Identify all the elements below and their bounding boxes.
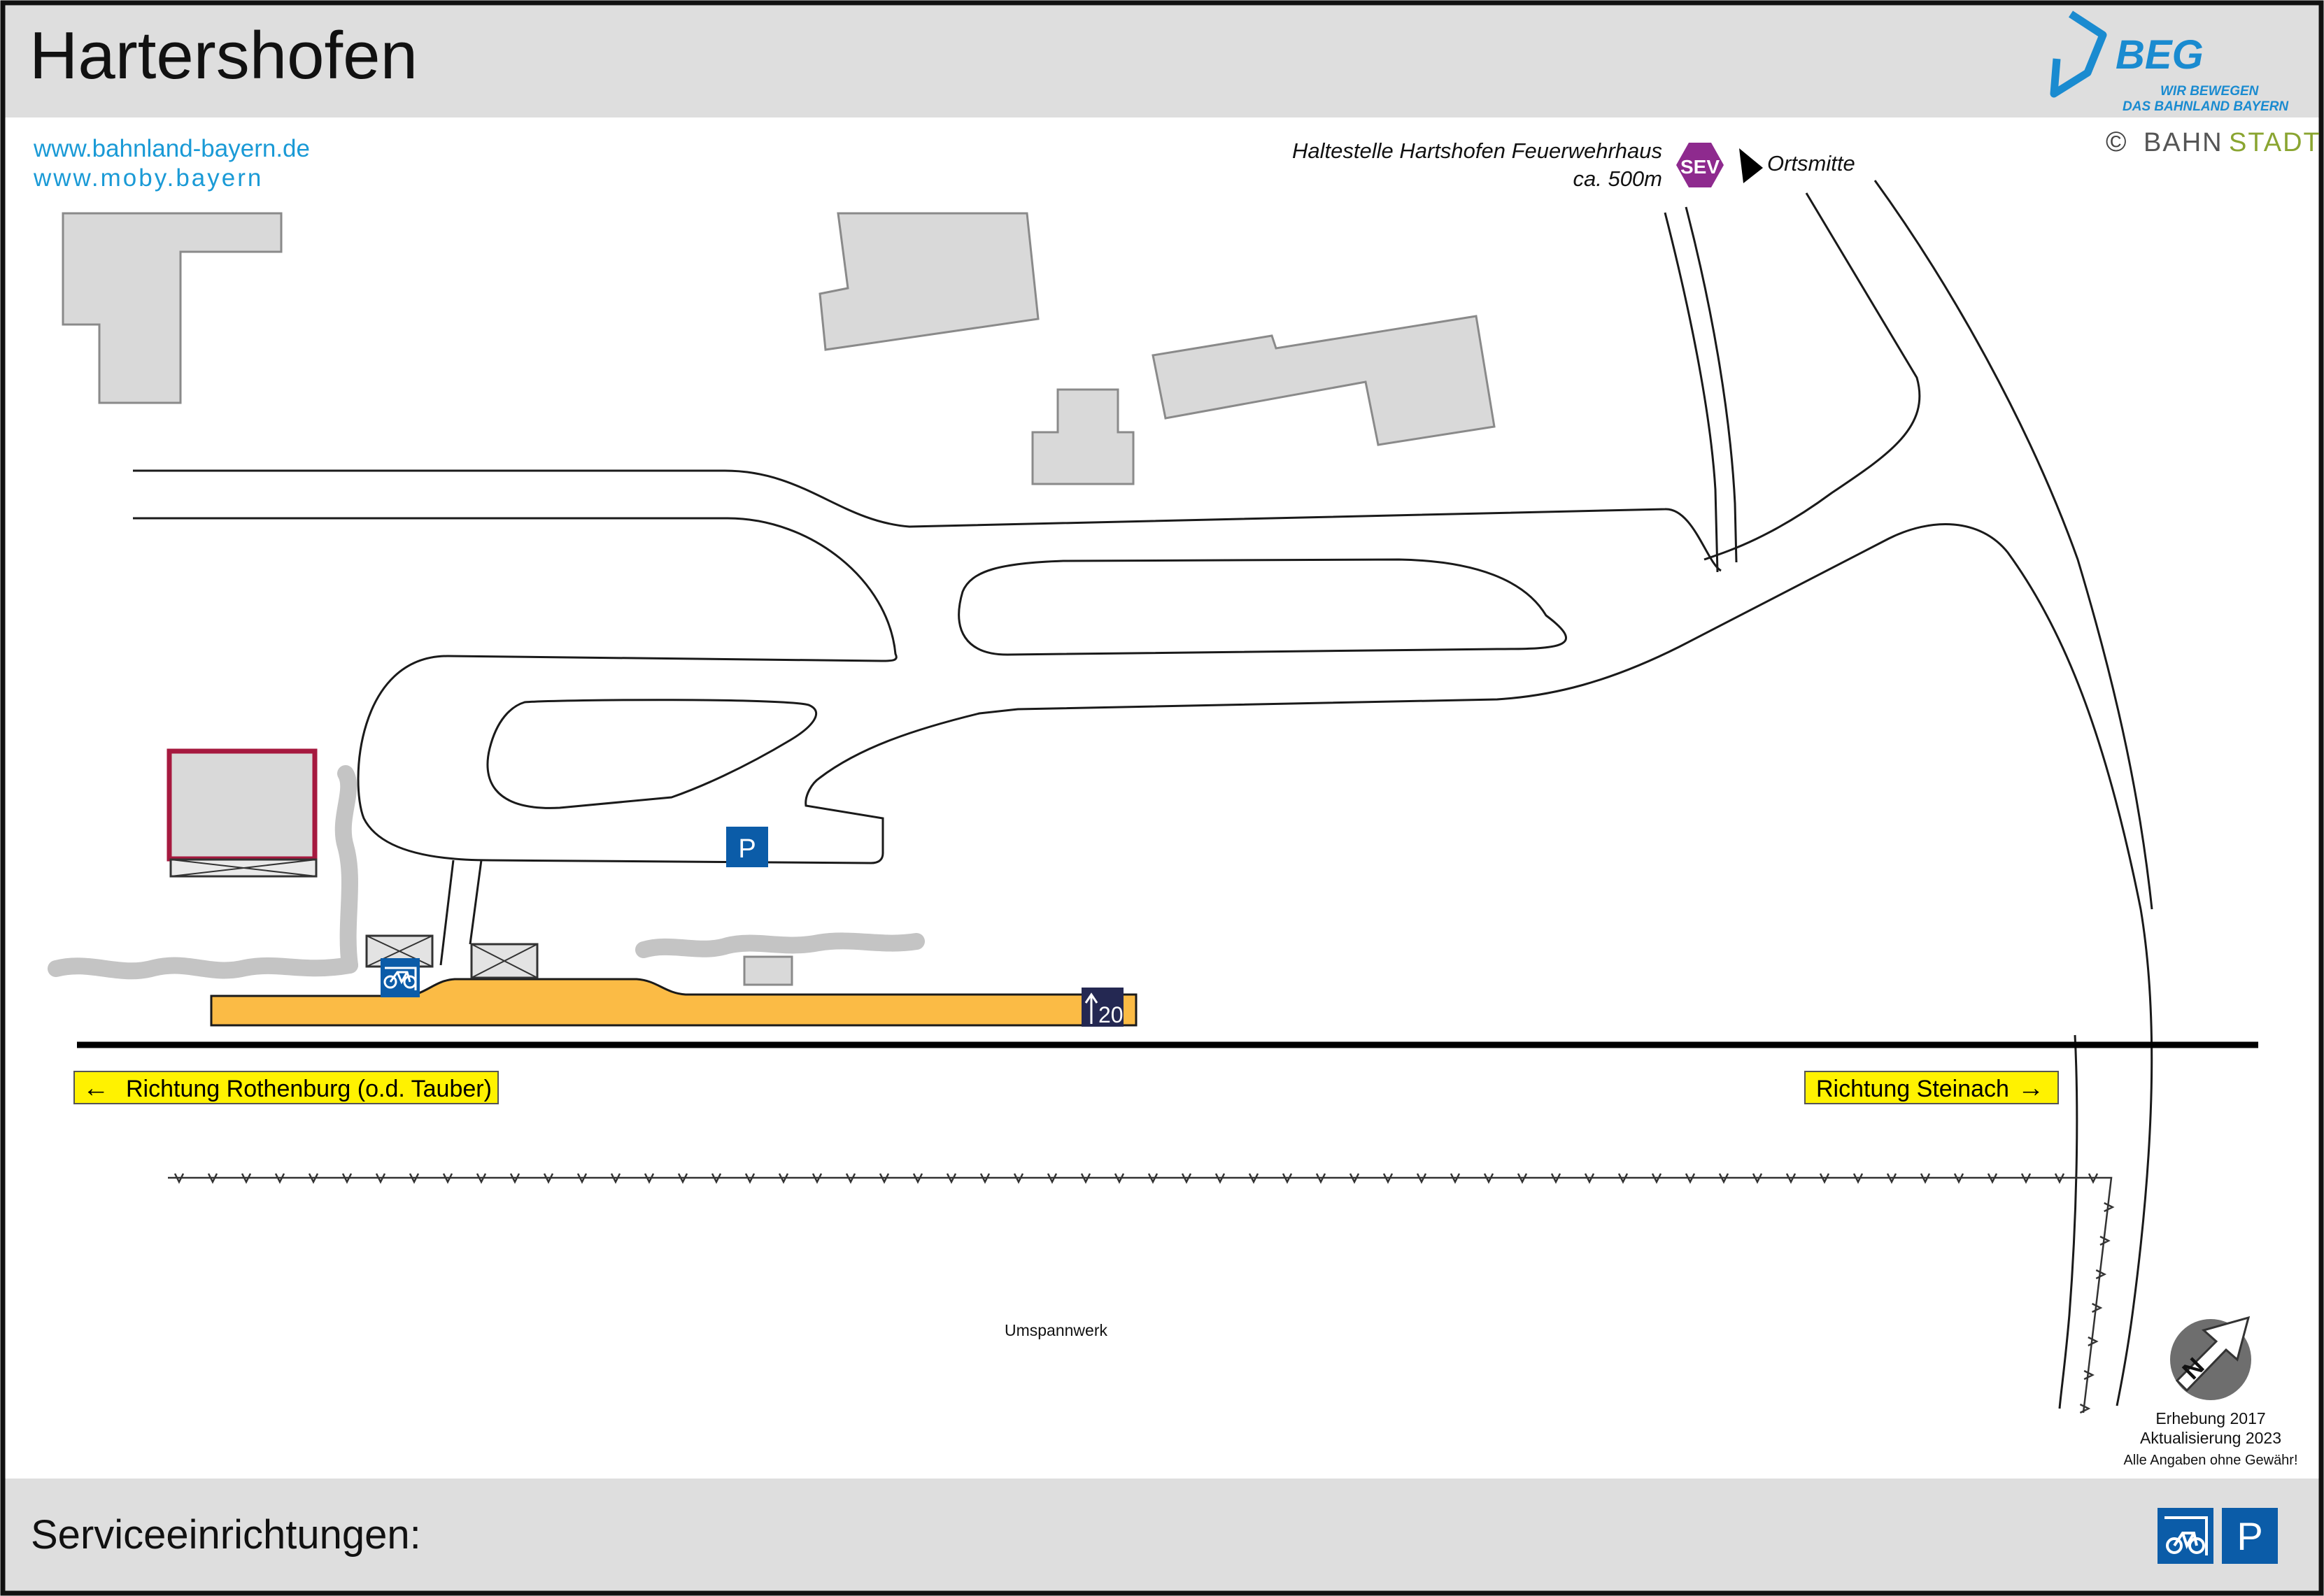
map-parking-icon[interactable]: P: [726, 827, 768, 867]
building-station-canopy: [169, 858, 318, 878]
platform-length-marker: 20: [1082, 988, 1124, 1027]
bus-stop-name: Haltestelle Hartshofen Feuerwehrhaus: [1292, 138, 1662, 163]
direction-left-arrow: ←: [83, 1074, 109, 1103]
platform: [210, 978, 1138, 1027]
copyright-symbol: ©: [2106, 127, 2126, 157]
ortsmitte-arrow-icon: [1739, 148, 1763, 183]
direction-left-label: Richtung Rothenburg (o.d. Tauber): [126, 1076, 492, 1102]
link-moby-bayern[interactable]: www.moby.bayern: [33, 164, 263, 192]
shelter-2: [470, 943, 539, 979]
footer-label: Serviceeinrichtungen:: [31, 1512, 421, 1558]
direction-right: Richtung Steinach →: [1804, 1071, 2059, 1104]
building-north-2: [1152, 315, 1496, 446]
footer-bar: [4, 1479, 2320, 1592]
building-station-highlight: [166, 748, 318, 862]
footer-parking-icon[interactable]: P: [2222, 1508, 2278, 1564]
direction-left: ← Richtung Rothenburg (o.d. Tauber): [73, 1071, 499, 1104]
direction-right-arrow: →: [2018, 1074, 2044, 1103]
north-arrow-icon: N: [2170, 1316, 2251, 1400]
map-bike-parking-icon[interactable]: [381, 958, 420, 997]
copyright-name-part2: STADT: [2229, 128, 2321, 157]
beg-slogan-1: WIR BEWEGEN: [2160, 84, 2260, 99]
footer-parking-letter: P: [2237, 1514, 2262, 1558]
beg-logo-text: BEG: [2116, 32, 2204, 78]
beg-slogan-2: DAS BAHNLAND BAYERN: [2123, 99, 2289, 114]
building-northwest: [62, 212, 283, 404]
link-bahnland-bayern[interactable]: www.bahnland-bayern.de: [33, 135, 310, 162]
ortsmitte-label: Ortsmitte: [1767, 151, 1855, 176]
survey-update: Aktualisierung 2023: [2140, 1429, 2281, 1447]
hedges: [48, 765, 925, 980]
page-title: Hartershofen: [29, 18, 418, 93]
substation-label: Umspannwerk: [1005, 1321, 1107, 1339]
road-network: [133, 180, 2153, 1409]
copyright-name-part1: BAHN: [2144, 128, 2223, 157]
direction-right-label: Richtung Steinach: [1816, 1076, 2009, 1102]
shed: [743, 955, 793, 986]
platform-length-value: 20: [1098, 1002, 1124, 1027]
footer-bike-parking-icon[interactable]: [2158, 1508, 2213, 1564]
copyright-bahnstadt: © BAHN STADT: [2106, 127, 2321, 157]
shelter-1: [365, 934, 434, 968]
building-north-1: [819, 212, 1040, 351]
map-parking-letter: P: [738, 834, 756, 864]
sev-badge: SEV: [1676, 143, 1724, 187]
substation-fence: [168, 1173, 2115, 1414]
beg-logo: BEG WIR BEWEGEN DAS BAHNLAND BAYERN: [2050, 10, 2289, 114]
survey-year: Erhebung 2017: [2155, 1409, 2265, 1427]
sev-badge-text: SEV: [1680, 156, 1720, 178]
survey-disclaimer: Alle Angaben ohne Gewähr!: [2123, 1453, 2297, 1468]
beg-logo-mark: [2050, 10, 2107, 98]
building-north-3: [1031, 388, 1135, 485]
bus-stop-distance: ca. 500m: [1573, 166, 1662, 191]
header-bar: [4, 4, 2320, 117]
